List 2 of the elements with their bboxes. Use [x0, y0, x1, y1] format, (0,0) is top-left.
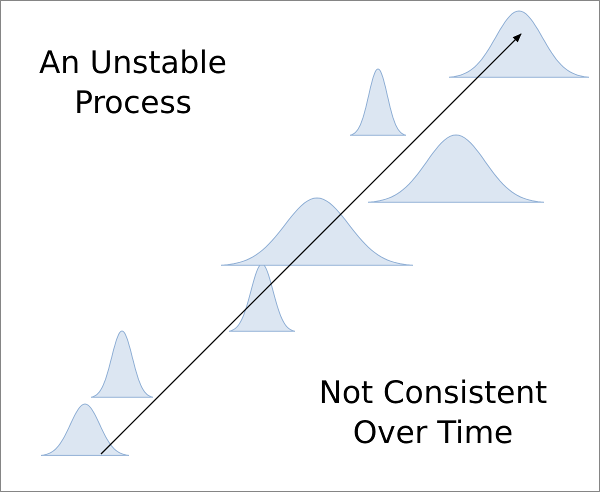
label-text: Not Consistent Over Time — [318, 374, 548, 453]
label-text: An Unstable Process — [38, 44, 228, 123]
